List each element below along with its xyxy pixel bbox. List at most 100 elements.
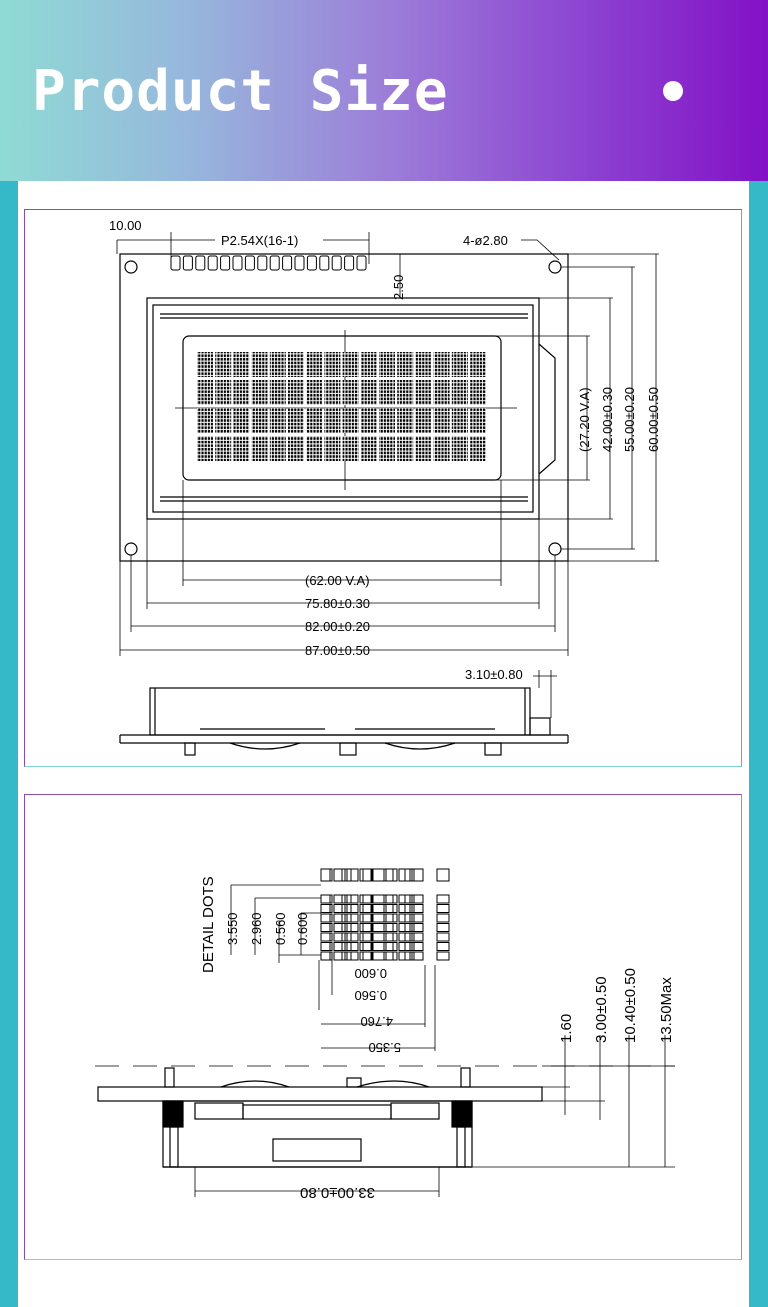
detail-dot — [383, 894, 394, 904]
pcb-width-label: 87.00±0.50 — [305, 643, 370, 658]
header-pin — [207, 255, 218, 271]
character-cell — [288, 352, 304, 377]
mount-hole — [548, 542, 562, 556]
header-pin — [257, 255, 268, 271]
pin-pitch-label: P2.54X(16-1) — [221, 233, 298, 248]
character-cell — [360, 352, 377, 377]
character-cell — [233, 380, 250, 405]
character-cell — [433, 352, 450, 377]
character-cell — [306, 352, 323, 377]
character-cell — [215, 408, 232, 433]
left-accent-bar — [0, 181, 18, 1307]
side-bezel — [149, 687, 531, 736]
character-cell — [233, 408, 250, 433]
header-pin — [331, 255, 342, 271]
bezel-width-label: 75.80±0.30 — [305, 596, 370, 611]
character-cell — [215, 436, 232, 461]
character-cell — [360, 436, 377, 461]
character-cell — [397, 380, 414, 405]
bezel-height-label: 42.00±0.30 — [600, 387, 615, 452]
character-cell — [470, 380, 486, 405]
character-cell — [251, 380, 268, 405]
character-cell — [451, 408, 468, 433]
dot-dim-label: 3.550 — [225, 912, 240, 945]
dot-dim-label: 2.960 — [249, 912, 264, 945]
character-cell — [397, 408, 414, 433]
character-cell — [415, 408, 432, 433]
mount-hole — [548, 260, 562, 274]
detail-dot — [320, 894, 331, 904]
right-accent-bar — [749, 181, 768, 1307]
detail-dot — [383, 923, 394, 932]
header-pin — [356, 255, 367, 271]
pin-offset-label: 10.00 — [109, 218, 142, 233]
pcb-outline — [119, 253, 569, 562]
detail-dot — [383, 942, 394, 951]
bottom-drawing-panel: DETAIL DOTS 3.550 2.960 0.560 0.600 0.60… — [24, 794, 742, 1260]
character-cell — [342, 380, 359, 405]
pin-height-label: 2.50 — [391, 275, 406, 300]
detail-dot — [383, 951, 394, 961]
character-cell — [197, 352, 213, 377]
character-cell — [397, 436, 414, 461]
dot-dim-label: 0.600 — [295, 912, 310, 945]
character-cell — [360, 380, 377, 405]
character-cell — [379, 408, 395, 433]
bullet-dot-icon — [663, 81, 683, 101]
header-pin — [269, 255, 280, 271]
bottom-width-label: 33.00±0.80 — [300, 1184, 375, 1201]
character-cell — [233, 352, 250, 377]
character-cell — [433, 436, 450, 461]
character-cell — [415, 436, 432, 461]
character-cell — [269, 352, 286, 377]
character-cell — [415, 352, 432, 377]
front-view-drawing: 10.00 P2.54X(16-1) 4-ø2.80 2.50 (27.20 V… — [109, 218, 661, 756]
character-cell — [251, 408, 268, 433]
character-cell — [397, 352, 414, 377]
detail-dot — [320, 942, 331, 951]
detail-dot — [383, 932, 394, 942]
character-cell — [306, 380, 323, 405]
header-pin — [232, 255, 243, 271]
character-cell — [470, 436, 486, 461]
header-pin — [195, 255, 206, 271]
header-pin — [182, 255, 193, 271]
character-cell — [197, 408, 213, 433]
character-cell — [433, 380, 450, 405]
character-cell — [342, 352, 359, 377]
character-cell — [342, 408, 359, 433]
header-banner: Product Size — [0, 0, 768, 181]
hole-span-height-label: 55.00±0.20 — [622, 387, 637, 452]
detail-dot — [320, 913, 331, 923]
detail-dot — [383, 904, 394, 913]
height-label: 3.00±0.50 — [593, 976, 610, 1043]
character-cell — [470, 352, 486, 377]
character-cell — [342, 436, 359, 461]
character-cell — [470, 408, 486, 433]
bezel — [146, 297, 540, 520]
height-label: 1.60 — [558, 1014, 575, 1043]
character-cell — [451, 352, 468, 377]
detail-drawing: DETAIL DOTS 3.550 2.960 0.560 0.600 0.60… — [95, 868, 675, 1201]
va-height-label: (27.20 V.A) — [577, 387, 592, 452]
character-cell — [233, 436, 250, 461]
character-cell — [251, 436, 268, 461]
character-dot-matrix — [197, 352, 486, 461]
header-pin — [344, 255, 355, 271]
character-cell — [251, 352, 268, 377]
dot-dim-label: 0.600 — [354, 966, 387, 981]
va-width-label: (62.00 V.A) — [305, 573, 370, 588]
character-cell — [215, 352, 232, 377]
header-pin — [282, 255, 293, 271]
side-thickness-label: 3.10±0.80 — [465, 667, 523, 682]
character-cell — [269, 380, 286, 405]
character-cell — [415, 380, 432, 405]
character-cell — [451, 436, 468, 461]
character-cell — [215, 380, 232, 405]
character-cell — [433, 408, 450, 433]
character-cell — [288, 436, 304, 461]
dot-dim-label: 4.760 — [360, 1014, 393, 1029]
detail-dot — [320, 932, 331, 942]
pcb-height-label: 60.00±0.50 — [646, 387, 661, 452]
header-pin — [294, 255, 305, 271]
